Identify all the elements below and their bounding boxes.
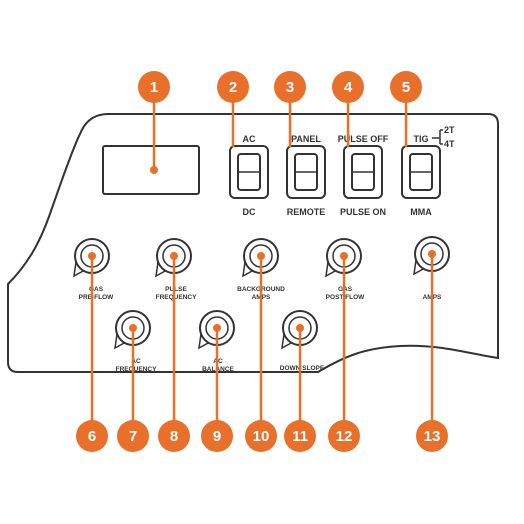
callout-badge-12: 12 — [328, 420, 360, 452]
knob-down-slope-label: DOWN SLOPE — [280, 365, 325, 372]
callout-number-8: 8 — [170, 428, 178, 445]
knob-ac-frequency-label-1: AC — [131, 358, 141, 365]
leader-lines — [90, 98, 434, 422]
leader-dot-12 — [340, 252, 348, 260]
trigger-4t-label: 4T — [444, 139, 455, 149]
callout-number-11: 11 — [292, 428, 308, 445]
switch-pulse-off-label: PULSE OFF — [338, 134, 389, 144]
switch-pulse[interactable] — [343, 145, 383, 199]
leader-dot-11 — [296, 324, 304, 332]
callout-badge-11: 11 — [284, 420, 316, 452]
leader-dots — [88, 166, 436, 332]
callout-badge-13: 13 — [416, 420, 448, 452]
knob-gas-post-flow-label-2: POST FLOW — [326, 294, 366, 301]
callout-badge-4: 4 — [332, 71, 364, 103]
callout-number-12: 12 — [336, 428, 353, 445]
callout-number-10: 10 — [253, 428, 270, 445]
knob-ac-balance-label-2: BALANCE — [202, 366, 234, 373]
switch-tig-label: TIG — [414, 134, 429, 144]
trigger-2t-label: 2T — [444, 125, 455, 135]
switch-dc-label: DC — [243, 207, 256, 217]
leader-dot-9 — [213, 324, 221, 332]
knob-gas-post-flow-label-1: GAS — [338, 286, 353, 293]
callout-badge-2: 2 — [217, 71, 249, 103]
switch-pulse-on-label: PULSE ON — [340, 207, 386, 217]
callout-badge-3: 3 — [274, 71, 306, 103]
callout-number-13: 13 — [424, 428, 441, 445]
leader-dot-1 — [150, 166, 158, 174]
callout-badge-10: 10 — [245, 420, 277, 452]
knob-pulse-frequency-label-2: FREQUENCY — [156, 294, 197, 301]
switch-mma-label: MMA — [410, 207, 432, 217]
switch-remote-label: REMOTE — [287, 207, 326, 217]
callout-badge-6: 6 — [76, 420, 108, 452]
leader-dot-13 — [428, 250, 436, 258]
knob-ac-frequency-label-2: FREQUENCY — [116, 366, 157, 373]
switch-panel-remote[interactable] — [286, 145, 326, 199]
callout-number-7: 7 — [129, 428, 137, 445]
trigger-mode-bracket — [432, 129, 443, 145]
switch-ac-label: AC — [243, 134, 256, 144]
callout-badge-1: 1 — [138, 71, 170, 103]
callout-badge-9: 9 — [201, 420, 233, 452]
callout-number-5: 5 — [402, 79, 410, 96]
callout-badge-8: 8 — [158, 420, 190, 452]
leader-dot-6 — [88, 252, 96, 260]
switch-panel-label: PANEL — [291, 134, 321, 144]
callout-number-2: 2 — [229, 79, 237, 96]
callout-number-1: 1 — [150, 79, 158, 96]
knob-gas-pre-flow-label-1: GAS — [89, 286, 104, 293]
callout-number-4: 4 — [344, 79, 353, 96]
knob-pulse-frequency-label-1: PULSE — [165, 286, 187, 293]
callout-badge-5: 5 — [390, 71, 422, 103]
leader-dot-8 — [170, 252, 178, 260]
callout-badge-7: 7 — [117, 420, 149, 452]
leader-dot-7 — [129, 324, 137, 332]
leader-dot-10 — [257, 252, 265, 260]
knob-gas-pre-flow-label-2: PRE-FLOW — [79, 294, 115, 301]
callout-number-3: 3 — [286, 79, 294, 96]
callout-number-9: 9 — [213, 428, 221, 445]
switch-ac-dc[interactable] — [229, 145, 269, 199]
panel-outline — [7, 113, 499, 373]
callout-number-6: 6 — [88, 428, 96, 445]
switch-tig-mma[interactable] — [401, 145, 441, 199]
display-window — [102, 145, 200, 195]
